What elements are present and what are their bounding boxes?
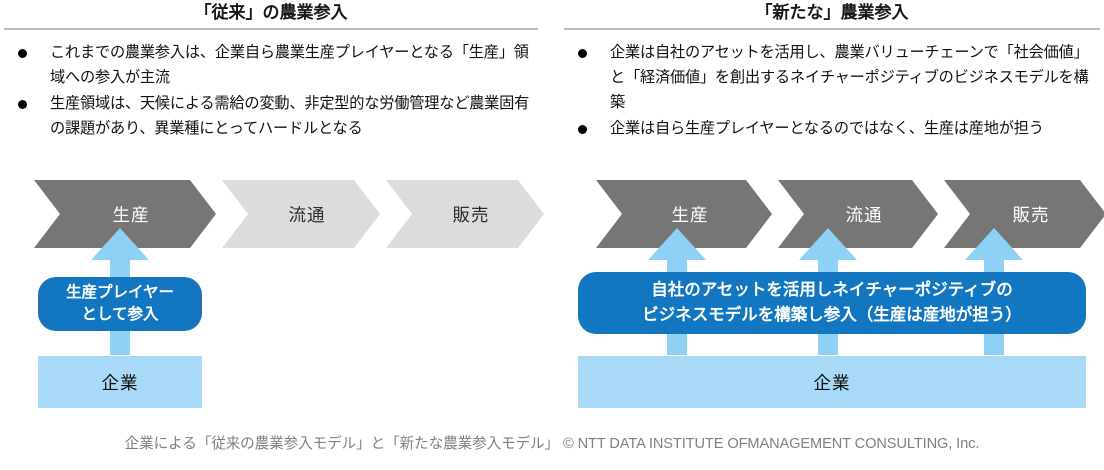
list-item: 企業は自ら生産プレイヤーとなるのではなく、生産は産地が担う	[564, 116, 1100, 141]
figure-caption: 企業による「従来の農業参入モデル」と「新たな農業参入モデル」 © NTT DAT…	[124, 436, 980, 452]
callout-line-1: 生産プレイヤー	[65, 284, 175, 301]
process-flow-conventional: 生産 流通 販売	[34, 180, 534, 248]
callout-line-2: として参入	[81, 306, 159, 323]
company-box-label: 企業	[101, 372, 139, 393]
panel-rule-right	[564, 28, 1100, 30]
panel-conventional: 「従来」の農業参入 これまでの農業参入は、企業自ら農業生産プレイヤーとなる「生産…	[4, 0, 538, 420]
panel-new: 「新たな」農業参入 企業は自社のアセットを活用し、農業バリューチェーンで「社会価…	[564, 0, 1100, 420]
list-item: 企業は自社のアセットを活用し、農業バリューチェーンで「社会価値」と「経済価値」を…	[564, 40, 1100, 115]
chevron-stage-sales[interactable]: 販売	[944, 180, 1104, 248]
list-item: これまでの農業参入は、企業自ら農業生産プレイヤーとなる「生産」領域への参入が主流	[4, 40, 538, 90]
company-box-new: 企業	[578, 356, 1086, 408]
panel-title-new: 「新たな」農業参入	[755, 3, 909, 22]
chevron-label: 販売	[452, 204, 490, 225]
callout-entry-model: 自社のアセットを活用しネイチャーポジティブの ビジネスモデルを構築し参入（生産は…	[578, 272, 1086, 334]
chevron-label: 流通	[845, 204, 883, 225]
bullet-list-new: 企業は自社のアセットを活用し、農業バリューチェーンで「社会価値」と「経済価値」を…	[564, 40, 1100, 141]
chevron-stage-sales[interactable]: 販売	[386, 180, 544, 248]
bullet-list-conventional: これまでの農業参入は、企業自ら農業生産プレイヤーとなる「生産」領域への参入が主流…	[4, 40, 538, 141]
callout-line-2: ビジネスモデルを構築し参入（生産は産地が担う）	[642, 306, 1022, 324]
chevron-label: 流通	[288, 204, 326, 225]
chevron-label: 生産	[112, 204, 150, 225]
chevron-label: 販売	[1012, 204, 1050, 225]
chevron-stage-distribution[interactable]: 流通	[778, 180, 938, 248]
callout-entry-role: 生産プレイヤー として参入	[38, 277, 202, 331]
company-box-conventional: 企業	[38, 356, 202, 408]
chevron-stage-distribution[interactable]: 流通	[222, 180, 380, 248]
list-item: 生産領域は、天候による需給の変動、非定型的な労働管理など農業固有の課題があり、異…	[4, 91, 538, 141]
panel-rule-left	[4, 28, 538, 30]
chevron-label: 生産	[671, 204, 709, 225]
company-box-label: 企業	[813, 372, 851, 393]
callout-line-1: 自社のアセットを活用しネイチャーポジティブの	[651, 281, 1013, 299]
panel-title-conventional: 「従来」の農業参入	[194, 3, 348, 22]
